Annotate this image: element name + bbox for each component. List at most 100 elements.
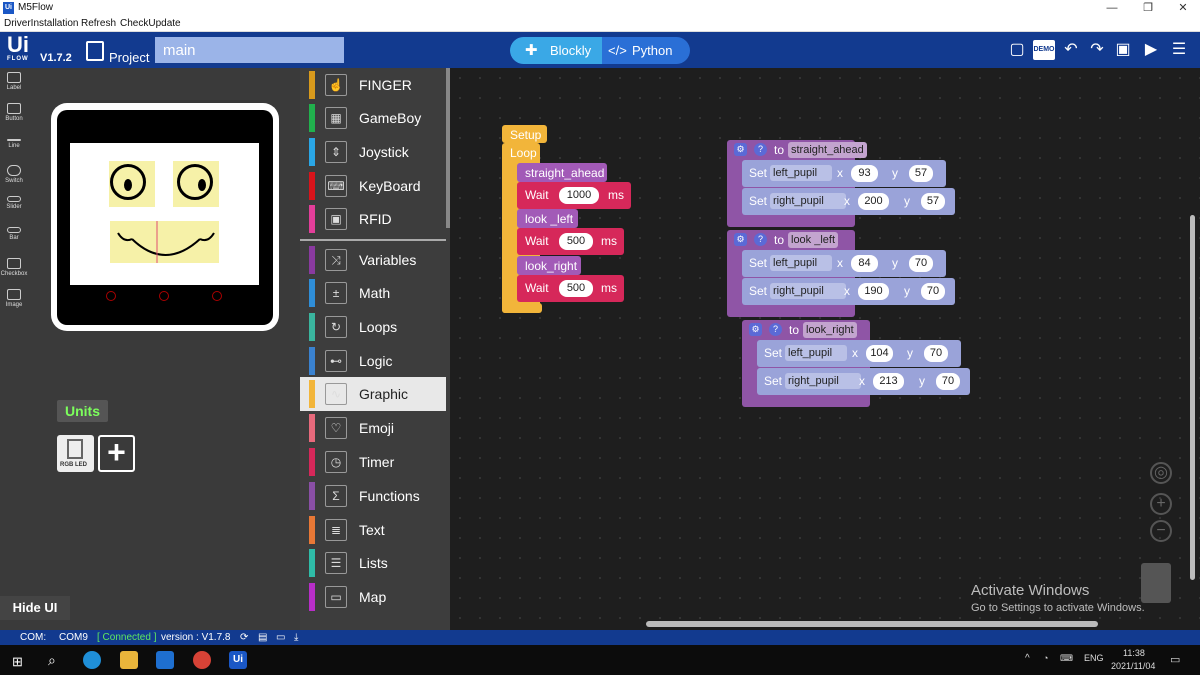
x-value-field[interactable]: 200 bbox=[858, 193, 889, 210]
y-value-field[interactable]: 57 bbox=[909, 165, 933, 182]
variable-dropdown[interactable]: left_pupil bbox=[770, 255, 832, 271]
file-explorer-icon[interactable] bbox=[120, 651, 138, 669]
category-timer[interactable]: ◷Timer bbox=[300, 445, 446, 479]
device-icon[interactable]: ▣ bbox=[1115, 41, 1131, 58]
gear-icon[interactable]: ⚙ bbox=[734, 143, 747, 156]
call-look-right[interactable]: look_right bbox=[517, 256, 581, 275]
redo-icon[interactable]: ↷ bbox=[1090, 41, 1104, 58]
variable-dropdown[interactable]: right_pupil bbox=[785, 373, 861, 389]
chrome-icon[interactable] bbox=[193, 651, 211, 669]
menu-check-update[interactable]: CheckUpdate bbox=[120, 18, 181, 29]
com-port[interactable]: COM9 bbox=[59, 632, 88, 643]
call-straight-ahead[interactable]: straight_ahead bbox=[517, 163, 607, 182]
wait-value-1[interactable]: 1000 bbox=[559, 187, 599, 204]
function-name-field[interactable]: look _left bbox=[788, 232, 839, 248]
open-icon[interactable]: ▭ bbox=[276, 632, 286, 643]
new-file-icon[interactable]: ▢ bbox=[1009, 41, 1025, 58]
recenter-icon[interactable]: ◎ bbox=[1150, 462, 1172, 484]
mail-icon[interactable] bbox=[156, 651, 174, 669]
help-icon[interactable]: ? bbox=[754, 233, 767, 246]
demo-icon[interactable]: DEMO bbox=[1033, 40, 1055, 60]
device-button-c[interactable] bbox=[212, 291, 222, 301]
rail-image[interactable]: Image bbox=[0, 289, 28, 317]
category-text[interactable]: ≣Text bbox=[300, 513, 446, 547]
device-screen[interactable] bbox=[70, 143, 259, 285]
category-gameboy[interactable]: ▦GameBoy bbox=[300, 101, 446, 135]
y-value-field[interactable]: 70 bbox=[924, 345, 948, 362]
rail-bar[interactable]: Bar bbox=[0, 227, 28, 255]
y-value-field[interactable]: 70 bbox=[909, 255, 933, 272]
zoom-in-icon[interactable]: + bbox=[1150, 493, 1172, 515]
blockly-tab[interactable]: ✚ Blockly bbox=[510, 37, 602, 64]
setup-block[interactable]: Setup bbox=[502, 125, 547, 143]
category-scrollbar[interactable] bbox=[446, 68, 450, 228]
category-keyboard[interactable]: ⌨KeyBoard bbox=[300, 169, 446, 203]
tray-chevron-icon[interactable]: ^ bbox=[1025, 653, 1030, 664]
wait-value-3[interactable]: 500 bbox=[559, 280, 593, 297]
category-variables[interactable]: ⤨Variables bbox=[300, 243, 446, 277]
run-icon[interactable]: ▶ bbox=[1144, 41, 1158, 58]
search-icon[interactable]: ⌕ bbox=[48, 652, 56, 668]
category-rfid[interactable]: ▣RFID bbox=[300, 202, 446, 236]
help-icon[interactable]: ? bbox=[769, 323, 782, 336]
notification-icon[interactable]: ▭ bbox=[1170, 654, 1181, 666]
x-value-field[interactable]: 213 bbox=[873, 373, 904, 390]
variable-dropdown[interactable]: right_pupil bbox=[770, 283, 846, 299]
x-value-field[interactable]: 190 bbox=[858, 283, 889, 300]
clock-date[interactable]: 2021/11/04 bbox=[1111, 661, 1156, 671]
y-value-field[interactable]: 70 bbox=[936, 373, 960, 390]
project-name-input[interactable] bbox=[155, 37, 344, 63]
project-icon[interactable] bbox=[86, 41, 104, 61]
function-name-field[interactable]: straight_ahead bbox=[788, 142, 867, 158]
device-button-b[interactable] bbox=[159, 291, 169, 301]
zoom-out-icon[interactable]: − bbox=[1150, 520, 1172, 542]
category-emoji[interactable]: ♡Emoji bbox=[300, 411, 446, 445]
menu-icon[interactable]: ☰ bbox=[1171, 41, 1187, 58]
maximize-button[interactable]: ❐ bbox=[1143, 2, 1153, 14]
close-window-button[interactable]: ✕ bbox=[1178, 2, 1188, 14]
windows-start-icon[interactable]: ⊞ bbox=[12, 654, 23, 669]
clock-time[interactable]: 11:38 bbox=[1123, 648, 1145, 658]
wifi-icon[interactable]: ◔ bbox=[1043, 653, 1049, 663]
variable-dropdown[interactable]: left_pupil bbox=[770, 165, 832, 181]
help-icon[interactable]: ? bbox=[754, 143, 767, 156]
project-label[interactable]: Project bbox=[109, 50, 150, 65]
edge-icon[interactable] bbox=[83, 651, 101, 669]
rail-checkbox[interactable]: Checkbox bbox=[0, 258, 28, 286]
gear-icon[interactable]: ⚙ bbox=[734, 233, 747, 246]
language-indicator[interactable]: ENG bbox=[1084, 653, 1104, 663]
refresh-icon[interactable]: ⟳ bbox=[240, 632, 249, 643]
uiflow-taskbar-icon[interactable]: Ui bbox=[229, 651, 247, 669]
trash-icon[interactable] bbox=[1141, 563, 1171, 603]
rgb-led-unit[interactable]: RGB LED bbox=[57, 435, 94, 472]
category-loops[interactable]: ↻Loops bbox=[300, 310, 446, 344]
python-tab[interactable]: </> Python bbox=[602, 37, 690, 64]
category-joystick[interactable]: ⇕Joystick bbox=[300, 135, 446, 169]
category-graphic[interactable]: ∿Graphic bbox=[300, 377, 446, 411]
add-unit-button[interactable]: + bbox=[98, 435, 135, 472]
keyboard-icon[interactable]: ⌨ bbox=[1060, 653, 1073, 663]
rail-label[interactable]: Label bbox=[0, 72, 28, 100]
rail-switch[interactable]: Switch bbox=[0, 165, 28, 193]
category-lists[interactable]: ☰Lists bbox=[300, 546, 446, 580]
rail-line[interactable]: Line bbox=[0, 134, 28, 162]
y-value-field[interactable]: 70 bbox=[921, 283, 945, 300]
undo-icon[interactable]: ↶ bbox=[1064, 41, 1078, 58]
menu-refresh[interactable]: Refresh bbox=[81, 18, 117, 29]
wait-value-2[interactable]: 500 bbox=[559, 233, 593, 250]
function-name-field[interactable]: look_right bbox=[803, 322, 857, 338]
y-value-field[interactable]: 57 bbox=[921, 193, 945, 210]
x-value-field[interactable]: 93 bbox=[851, 165, 878, 182]
download-icon[interactable]: ⤓ bbox=[294, 632, 299, 643]
minimize-button[interactable]: — bbox=[1106, 2, 1118, 14]
gear-icon[interactable]: ⚙ bbox=[749, 323, 762, 336]
category-math[interactable]: ±Math bbox=[300, 276, 446, 310]
category-finger[interactable]: ☝FINGER bbox=[300, 68, 446, 102]
workspace-hscrollbar[interactable] bbox=[646, 621, 1098, 627]
rail-button[interactable]: Button bbox=[0, 103, 28, 131]
x-value-field[interactable]: 104 bbox=[866, 345, 893, 362]
variable-dropdown[interactable]: left_pupil bbox=[785, 345, 847, 361]
menu-driver-installation[interactable]: DriverInstallation bbox=[4, 18, 79, 29]
category-map[interactable]: ▭Map bbox=[300, 580, 446, 614]
workspace-vscrollbar[interactable] bbox=[1190, 215, 1195, 580]
